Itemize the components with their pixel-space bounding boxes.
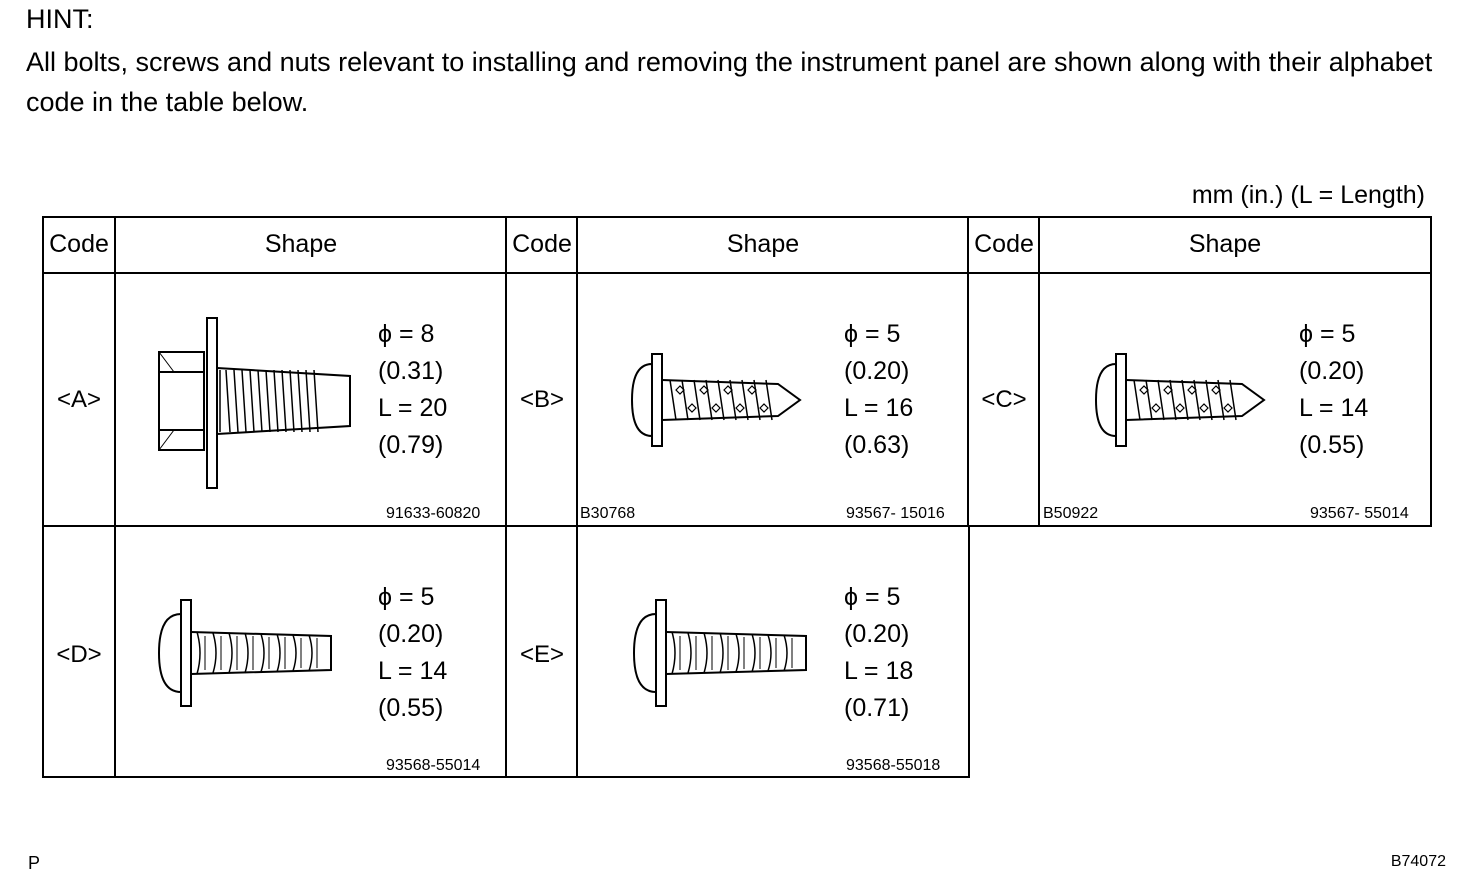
code-e: <E> (519, 641, 565, 668)
flat-tip-screw-icon (157, 599, 332, 707)
footer-page-marker: P (28, 853, 41, 873)
header-divider (42, 272, 1432, 274)
header-code: Code (512, 230, 572, 258)
col-divider (576, 216, 578, 778)
spec-d: ϕ = 5 (0.20) L = 14 (0.55) (378, 579, 447, 727)
spec-length: L = 14 (378, 657, 448, 685)
spec-diameter-in: (0.31) (378, 357, 444, 385)
spec-diameter: ϕ = 5 (1299, 320, 1356, 348)
spec-length: L = 18 (844, 657, 914, 685)
hint-text: All bolts, screws and nuts relevant to i… (26, 47, 1433, 117)
spec-c: ϕ = 5 (0.20) L = 14 (0.55) (1299, 316, 1368, 464)
spec-diameter-in: (0.20) (1299, 357, 1365, 385)
col-divider (505, 216, 507, 778)
part-number-e: 93568-55018 (846, 757, 941, 774)
code-c: <C> (981, 386, 1027, 413)
header-shape: Shape (726, 230, 800, 258)
spec-a: ϕ = 8 (0.31) L = 20 (0.79) (378, 316, 447, 464)
part-number-d: 93568-55014 (386, 757, 481, 774)
spec-length-in: (0.79) (378, 431, 444, 459)
spec-length: L = 20 (378, 394, 448, 422)
part-number-b: 93567- 15016 (846, 505, 945, 522)
spec-diameter-in: (0.20) (844, 620, 910, 648)
spec-e: ϕ = 5 (0.20) L = 18 (0.71) (844, 579, 913, 727)
spec-length: L = 16 (844, 394, 914, 422)
code-d: <D> (56, 641, 102, 668)
spec-diameter: ϕ = 5 (844, 320, 901, 348)
part-number-c: 93567- 55014 (1310, 505, 1409, 522)
spec-diameter-in: (0.20) (378, 620, 444, 648)
spec-diameter: ϕ = 8 (378, 320, 435, 348)
hint-label: HINT: (26, 4, 94, 34)
code-b: <B> (519, 386, 565, 413)
spec-length-in: (0.55) (378, 694, 444, 722)
spec-length-in: (0.55) (1299, 431, 1365, 459)
spec-diameter: ϕ = 5 (844, 583, 901, 611)
figure-id-c: B50922 (1043, 505, 1099, 522)
header-shape: Shape (1188, 230, 1262, 258)
flat-tip-screw-icon (632, 599, 807, 707)
spec-diameter-in: (0.20) (844, 357, 910, 385)
header-shape: Shape (264, 230, 338, 258)
tapping-screw-icon (1094, 353, 1266, 447)
spec-b: ϕ = 5 (0.20) L = 16 (0.63) (844, 316, 913, 464)
col-divider (114, 216, 116, 778)
code-a: <A> (56, 386, 102, 413)
figure-id-b: B30768 (580, 505, 636, 522)
spec-length: L = 14 (1299, 394, 1369, 422)
part-number-a: 91633-60820 (386, 505, 481, 522)
col-divider (1038, 216, 1040, 527)
spec-diameter: ϕ = 5 (378, 583, 435, 611)
header-code: Code (49, 230, 109, 258)
header-code: Code (974, 230, 1034, 258)
spec-length-in: (0.71) (844, 694, 910, 722)
spec-length-in: (0.63) (844, 431, 910, 459)
hex-bolt-with-washer-icon (158, 317, 351, 489)
footer-figure-id: B74072 (1390, 853, 1446, 870)
tapping-screw-icon (630, 353, 802, 447)
col-divider (967, 216, 969, 527)
unit-note: mm (in.) (L = Length) (1191, 181, 1425, 209)
